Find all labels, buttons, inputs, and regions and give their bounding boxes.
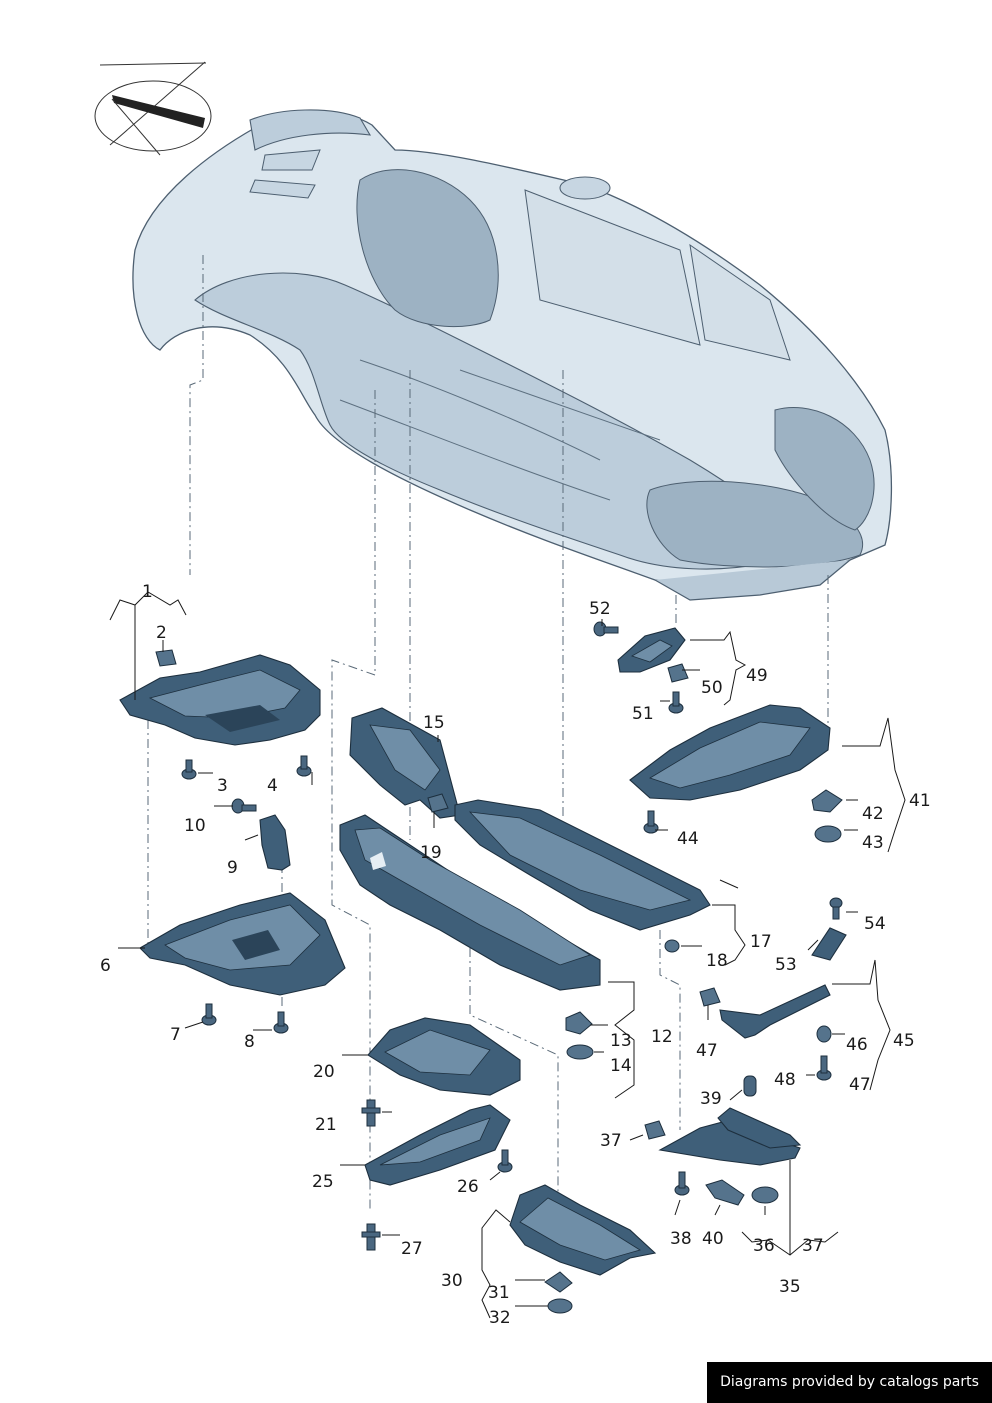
callout-labels: 1 2 3 4 6 7 8 9 10 12 13 14 15 17 18 19 … [100,582,931,1328]
callout-26: 26 [457,1177,479,1197]
callout-9: 9 [227,858,238,878]
callout-4: 4 [267,776,278,796]
callout-45: 45 [893,1031,915,1051]
callout-14: 14 [610,1056,632,1076]
callout-40: 40 [702,1229,724,1249]
callout-17: 17 [750,932,772,952]
part-43-washer [814,825,842,843]
callout-18: 18 [706,951,728,971]
callout-30: 30 [441,1271,463,1291]
part-9-bracket [259,814,291,871]
part-49-bracket [617,627,686,673]
part-52-bolt [593,621,619,637]
part-13-nut [565,1011,593,1035]
part-30-rear-panel [509,1184,657,1276]
part-2-clip [155,649,177,667]
callout-31: 31 [488,1283,510,1303]
part-37-clip-upper [644,1120,666,1140]
part-7-bolt [201,1003,217,1026]
part-18-nut [664,939,680,953]
part-38-bolt [674,1171,690,1196]
part-51-bolt [668,691,684,714]
orientation-symbol [94,61,212,156]
part-46-nut [816,1025,832,1043]
callout-41: 41 [909,791,931,811]
callout-39: 39 [700,1089,722,1109]
callout-15: 15 [423,713,445,733]
callout-13: 13 [610,1031,632,1051]
callout-8: 8 [244,1032,255,1052]
callout-19: 19 [420,843,442,863]
part-14-washer [566,1044,594,1060]
callout-2: 2 [156,623,167,643]
callout-50: 50 [701,678,723,698]
callout-47-upper: 47 [696,1041,718,1061]
callout-49: 49 [746,666,768,686]
callout-25: 25 [312,1172,334,1192]
callout-38: 38 [670,1229,692,1249]
leader-lines [109,591,906,1319]
callout-44: 44 [677,829,699,849]
callout-7: 7 [170,1025,181,1045]
part-27-clip [361,1223,381,1251]
callout-42: 42 [862,804,884,824]
part-54-bolt [829,897,843,920]
part-8-bolt [273,1011,289,1034]
part-6-lower-undertray [139,892,346,996]
callout-47-lower: 47 [849,1075,871,1095]
callout-51: 51 [632,704,654,724]
callout-52: 52 [589,599,611,619]
part-31-nut [544,1271,573,1293]
callout-6: 6 [100,956,111,976]
callout-3: 3 [217,776,228,796]
callout-43: 43 [862,833,884,853]
callout-10: 10 [184,816,206,836]
part-19-clip [427,793,449,813]
part-41-rear-undertray [629,704,831,801]
part-26-bolt [497,1149,513,1173]
callout-53: 53 [775,955,797,975]
part-47-clip-upper [699,987,721,1007]
part-32-washer [547,1298,573,1314]
part-4-bolt [296,755,312,777]
part-3-bolt [181,759,197,780]
callout-46: 46 [846,1035,868,1055]
callout-27: 27 [401,1239,423,1259]
part-21-clip [361,1099,381,1127]
callout-36: 36 [753,1236,775,1256]
callout-32: 32 [489,1308,511,1328]
part-17-tunnel-panel-right [454,799,711,931]
part-44-bolt [643,810,659,834]
callout-48: 48 [774,1070,796,1090]
part-48-bolt [816,1055,832,1081]
callout-35: 35 [779,1277,801,1297]
part-35-heat-shield [658,1107,802,1166]
part-53-bracket [811,927,847,961]
part-1-engine-undertray [119,654,321,746]
footer-caption: Diagrams provided by catalogs parts [707,1362,992,1403]
callout-21: 21 [315,1115,337,1135]
part-39-plug [743,1075,757,1097]
callout-54: 54 [864,914,886,934]
part-45-strut [719,984,831,1039]
part-10-bolt [231,798,257,814]
part-50-clip [667,663,689,683]
part-15-shield [349,707,461,819]
part-25-rail [364,1104,511,1186]
callout-37-upper: 37 [600,1131,622,1151]
part-40-cover [705,1179,745,1206]
callout-12: 12 [651,1027,673,1047]
part-42-nut [811,789,843,813]
callout-1: 1 [142,582,153,602]
vehicle-body [132,109,893,601]
part-36-washer [751,1186,779,1204]
part-12-tunnel-panel-left [339,814,601,991]
callout-20: 20 [313,1062,335,1082]
part-20-panel [367,1017,521,1096]
callout-37-lower: 37 [802,1236,824,1256]
